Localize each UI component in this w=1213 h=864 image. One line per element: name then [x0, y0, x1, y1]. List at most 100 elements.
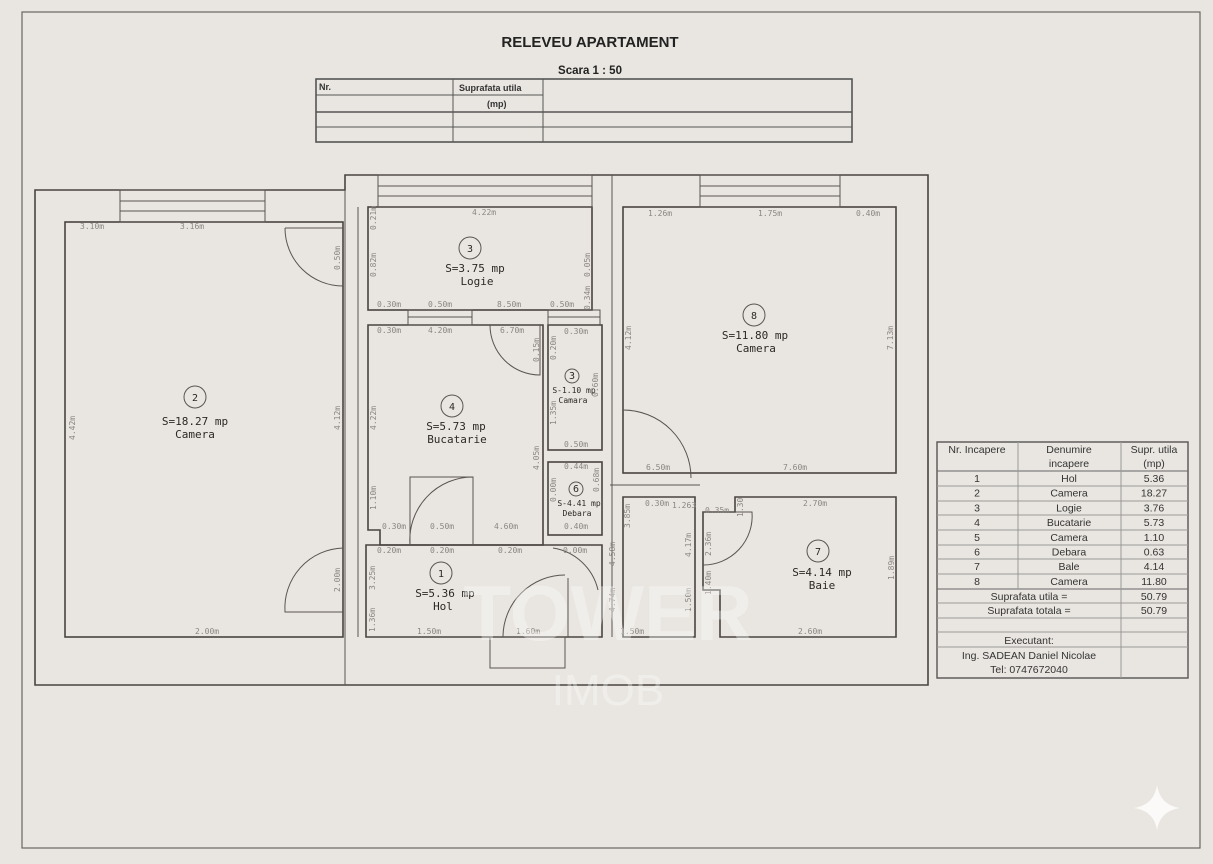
summary-row-area: 3.76: [1144, 502, 1165, 514]
room-area: S-1.10 mp: [552, 386, 596, 395]
dimension-label: 4.42m: [68, 416, 77, 440]
dimension-label: 1.35m: [549, 401, 558, 425]
dimension-label: 4.20m: [428, 326, 452, 335]
util-label: Suprafata utila =: [991, 591, 1068, 603]
executant-label: Executant:: [1004, 635, 1054, 647]
summary-row-name: Bucatarie: [1047, 517, 1092, 529]
top-table: Nr. Suprafata utila (mp): [315, 78, 853, 143]
windows: [119, 174, 841, 326]
room-name: Camara: [559, 396, 588, 405]
room-area: S=4.14 mp: [792, 566, 852, 579]
summary-row-area: 18.27: [1141, 488, 1167, 500]
top-table-nr-header: Nr.: [319, 82, 331, 92]
summary-row-area: 5.73: [1144, 517, 1165, 529]
room-area: S=3.75 mp: [445, 262, 505, 275]
dimension-label: 4.12m: [333, 406, 342, 430]
dimension-label: 0.82m: [369, 253, 378, 277]
dimension-label: 0.20m: [430, 546, 454, 555]
summary-header-name-2: incapere: [1049, 458, 1089, 470]
summary-table: Nr. Incapere Denumire incapere Supr. uti…: [936, 441, 1189, 679]
dimension-label: 1.40m: [704, 571, 713, 595]
summary-header-area: Supr. utila: [1131, 444, 1178, 456]
executant-name: Ing. SADEAN Daniel Nicolae: [962, 650, 1096, 662]
dimension-label: 0.21m: [369, 206, 378, 230]
total-label: Suprafata totala =: [987, 605, 1070, 617]
summary-row-area: 1.10: [1144, 532, 1165, 544]
dimension-label: 6.70m: [500, 326, 524, 335]
dimension-label: 6.50m: [646, 463, 670, 472]
summary-row-name: Camera: [1050, 532, 1088, 544]
dimension-label: 0.50m: [550, 300, 574, 309]
dimension-labels: 3.10m 3.16m 0.50m 4.42m 4.12m 2.00m 2.00…: [68, 206, 896, 636]
watermark-logo: TOWER IMOB: [464, 569, 753, 715]
top-table-area-header: Suprafata utila: [459, 83, 523, 93]
room-name: Bucatarie: [427, 433, 487, 446]
dimension-label: 2.70m: [803, 499, 827, 508]
dimension-label: 4.12m: [624, 326, 633, 350]
dimension-label: 3.25m: [368, 566, 377, 590]
room-number: 3: [569, 371, 575, 382]
summary-row-nr: 4: [974, 517, 980, 529]
room-number: 2: [192, 393, 198, 404]
dimension-label: 0.30m: [564, 327, 588, 336]
dimension-label: 2.00m: [195, 627, 219, 636]
room-area: S=18.27 mp: [162, 415, 228, 428]
sparkle-icon: [1134, 785, 1180, 830]
summary-row-name: Camera: [1050, 576, 1088, 588]
summary-row-name: Camera: [1050, 488, 1088, 500]
dimension-label: 0.30m: [382, 522, 406, 531]
dimension-label: 1.30: [736, 498, 745, 517]
dimension-label: 4.22m: [472, 208, 496, 217]
dimension-label: 0.50m: [428, 300, 452, 309]
summary-header-area-unit: (mp): [1143, 458, 1165, 470]
room-label-bucatarie: 4 S=5.73 mp Bucatarie: [426, 394, 487, 446]
room-name: Logie: [460, 275, 493, 288]
dimension-label: 0.20m: [377, 546, 401, 555]
dimension-label: 3.10m: [80, 222, 104, 231]
room-label-baie: 7 S=4.14 mp Baie: [792, 539, 852, 592]
summary-row-area: 5.36: [1144, 473, 1165, 485]
dimension-label: 2.36m: [704, 532, 713, 556]
dimension-label: 1.50m: [684, 588, 693, 612]
dimension-label: 4.74m: [608, 588, 617, 612]
dimension-label: 0.60m: [591, 373, 600, 397]
doors: [284, 227, 753, 669]
room-area: S=5.73 mp: [426, 420, 486, 433]
room-label-debara: 6 S-4.41 mp Debara: [557, 481, 601, 518]
summary-row-name: Bale: [1058, 561, 1079, 573]
summary-row-area: 4.14: [1144, 561, 1165, 573]
dimension-label: 0.50m: [333, 246, 342, 270]
summary-header-nr: Nr. Incapere: [948, 444, 1005, 456]
page-title: RELEVEU APARTAMENT: [501, 34, 678, 51]
summary-row-area: 0.63: [1144, 547, 1165, 559]
summary-row-nr: 6: [974, 547, 980, 559]
total-value: 50.79: [1141, 605, 1167, 617]
dimension-label: 1.36m: [368, 608, 377, 632]
dimension-label: 4.22m: [369, 406, 378, 430]
watermark-line1: TOWER: [464, 569, 753, 657]
summary-row-nr: 5: [974, 532, 980, 544]
dimension-label: 1.89m: [887, 556, 896, 580]
dimension-label: 3.85m: [623, 504, 632, 528]
dimension-label: 1.50m: [620, 627, 644, 636]
dimension-label: 0.20m: [498, 546, 522, 555]
dimension-label: 0.30m: [645, 499, 669, 508]
summary-row-nr: 2: [974, 488, 980, 500]
dimension-label: 0.68m: [592, 468, 601, 492]
summary-row-name: Hol: [1061, 473, 1077, 485]
dimension-label: 0.50m: [430, 522, 454, 531]
dimension-label: 0.44m: [564, 462, 588, 471]
room-area: S-4.41 mp: [557, 499, 601, 508]
executant-phone: Tel: 0747672040: [990, 664, 1068, 676]
dimension-label: 1.75m: [758, 209, 782, 218]
dimension-label: 2.00m: [333, 568, 342, 592]
dimension-label: 1.263: [672, 501, 696, 510]
room-label-camera-2: 2 S=18.27 mp Camera: [162, 385, 228, 441]
summary-row-nr: 7: [974, 561, 980, 573]
summary-row-name: Debara: [1052, 547, 1087, 559]
room-area: S=11.80 mp: [722, 329, 788, 342]
room-number: 1: [438, 569, 444, 580]
room-label-camara: 3 S-1.10 mp Camara: [552, 368, 596, 405]
room-number: 3: [467, 244, 473, 255]
